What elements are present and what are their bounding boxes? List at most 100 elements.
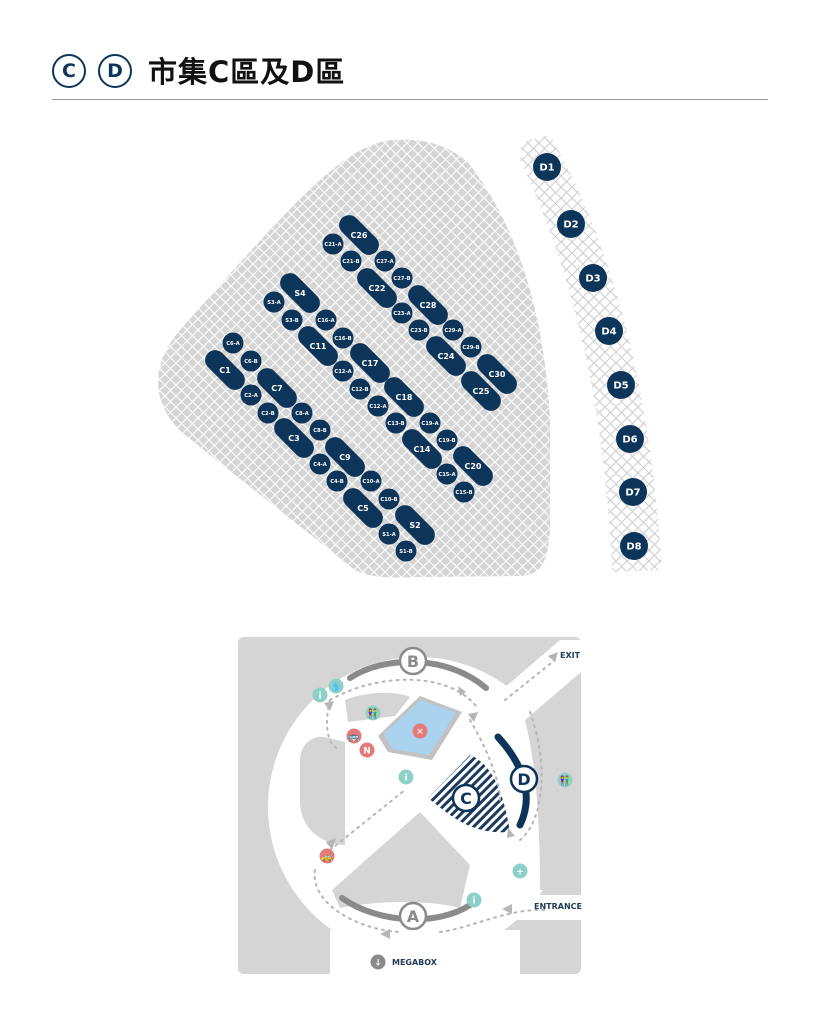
stall-label: C29-B (462, 345, 479, 351)
stall-c15-b: C15-B (453, 481, 475, 503)
stall-label: S2 (409, 521, 420, 530)
stall-c6-a: C6-A (222, 332, 244, 354)
svg-text:+: + (516, 868, 524, 878)
taxi-icon: 🚕 (319, 848, 335, 864)
down-arrow-icon: ↓ (370, 954, 386, 970)
stall-s1-b: S1-B (395, 540, 417, 562)
stall-label: C10-A (362, 479, 379, 485)
stall-label: C6-B (244, 359, 258, 365)
svg-text:👫: 👫 (367, 708, 378, 720)
stall-c22: C22 (357, 268, 397, 308)
zone-d-badge: D (98, 54, 132, 88)
stall-d7: D7 (619, 478, 647, 506)
stall-d6: D6 (616, 425, 644, 453)
stall-c13-b: C13-B (385, 412, 407, 434)
amenity-icons: i💧👫🚌N✕i👫🚕+i↓ (312, 678, 573, 970)
pedestrian-crossing (369, 750, 405, 786)
zone-d-ground (520, 135, 662, 572)
stall-c29-b: C29-B (460, 336, 482, 358)
svg-text:💧: 💧 (330, 681, 341, 693)
stall-label: C29-A (444, 328, 461, 334)
stall-label: D2 (563, 220, 578, 231)
stall-label: C28 (419, 301, 436, 310)
stall-label: C13-B (387, 421, 404, 427)
exit-label: EXIT (560, 651, 581, 660)
stall-c1: C1 (205, 350, 245, 390)
stall-label: C16-A (317, 318, 334, 324)
stall-d3: D3 (579, 264, 607, 292)
stall-label: C20 (464, 462, 481, 471)
svg-text:🚕: 🚕 (321, 853, 332, 863)
stall-label: C19-B (438, 438, 455, 444)
stall-s4: S4 (280, 273, 320, 313)
svg-text:i: i (318, 692, 321, 702)
stall-c16-b: C16-B (332, 327, 354, 349)
stall-label: S4 (294, 289, 306, 298)
stall-c21-b: C21-B (340, 250, 362, 272)
stall-c19-b: C19-B (436, 429, 458, 451)
stall-c29-a: C29-A (442, 319, 464, 341)
page-header: C D 市集C區及D區 (52, 50, 768, 102)
stall-label: C27-B (393, 276, 410, 282)
stall-label: C17 (361, 359, 378, 368)
walking-routes (313, 659, 556, 933)
svg-text:N: N (363, 747, 371, 757)
entrance-label: ENTRANCE (534, 902, 582, 911)
stall-label: D3 (585, 274, 600, 285)
stall-c14: C14 (402, 429, 442, 469)
megabox-label: MEGABOX (392, 958, 438, 967)
stall-c21-a: C21-A (322, 233, 344, 255)
stall-c19-a: C19-A (419, 412, 441, 434)
zone-b-marker (398, 646, 428, 676)
stall-c15-a: C15-A (436, 463, 458, 485)
stall-label: C8-A (295, 411, 309, 417)
stall-c27-b: C27-B (391, 267, 413, 289)
stall-label: C6-A (226, 341, 240, 347)
south-east-block (550, 925, 581, 974)
north-icon: N (359, 742, 375, 758)
stall-label: C15-A (438, 472, 455, 478)
stall-label: C4-A (313, 462, 327, 468)
stall-c20: C20 (453, 446, 493, 486)
toilet-icon: 👫 (365, 705, 381, 721)
stall-label: C15-B (455, 490, 472, 496)
megabox-road (330, 930, 520, 974)
svg-text:🚌: 🚌 (348, 733, 359, 743)
zone-b-label: B (407, 652, 419, 671)
stall-label: C23-B (410, 328, 427, 334)
stall-c2-b: C2-B (257, 402, 279, 424)
stall-label: C1 (219, 366, 231, 375)
header-divider (52, 99, 768, 100)
stall-label: D6 (622, 435, 637, 446)
svg-text:👫: 👫 (559, 775, 570, 787)
stall-d1: D1 (533, 153, 561, 181)
stall-c25: C25 (461, 371, 501, 411)
zone-a-label: A (407, 907, 420, 926)
south-west-block (238, 925, 293, 974)
stall-c17: C17 (350, 343, 390, 383)
stall-c24: C24 (426, 336, 466, 376)
stall-c12-a: C12-A (367, 395, 389, 417)
toilet-icon-2: 👫 (557, 772, 573, 788)
stall-label: D8 (626, 542, 641, 553)
info-icon-2: i (398, 769, 414, 785)
zone-c-marker (451, 783, 481, 813)
info-icon-3: i (466, 892, 482, 908)
stall-label: C22 (368, 284, 385, 293)
first-aid-icon: + (512, 863, 528, 879)
bus-icon: 🚌 (346, 728, 362, 744)
stall-label: C25 (472, 387, 489, 396)
stall-c8-b: C8-B (309, 419, 331, 441)
stall-label: C26 (350, 231, 367, 240)
stall-label: C14 (413, 445, 430, 454)
stall-c12-a: C12-A (332, 360, 354, 382)
stall-c2-a: C2-A (240, 384, 262, 406)
zone-d-label: D (517, 770, 530, 789)
stall-label: C7 (271, 384, 282, 393)
zone-a-marker (398, 901, 428, 931)
stall-s3-b: S3-B (281, 309, 303, 331)
stall-c26: C26 (339, 215, 379, 255)
